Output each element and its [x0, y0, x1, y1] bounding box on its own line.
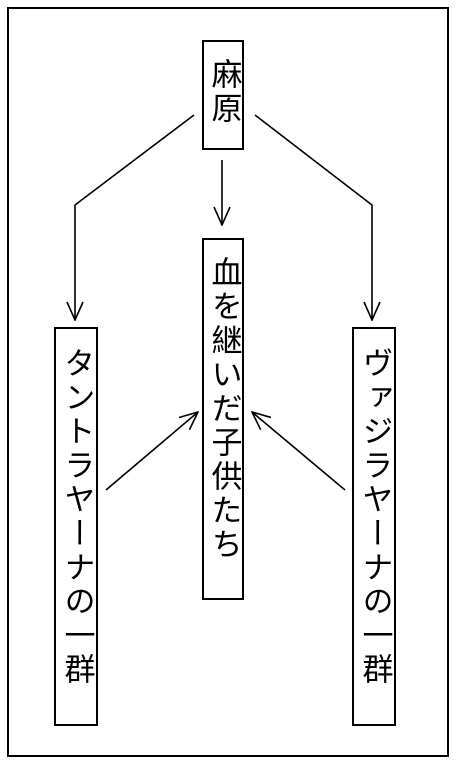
node-blood-children-label: 血を継いだ子供たち [205, 256, 242, 562]
node-vajrayana-group: ヴァジラヤーナの一群 [352, 327, 396, 726]
node-vajrayana-group-label: ヴァジラヤーナの一群 [356, 347, 393, 687]
node-asahara-label: 麻原 [205, 58, 242, 126]
edge-right-to-center [252, 412, 346, 491]
node-blood-children: 血を継いだ子供たち [202, 238, 244, 600]
edge-top-to-right [254, 114, 372, 320]
edge-left-to-center [105, 412, 198, 491]
node-tantrayana-group: タントラヤーナの一群 [54, 327, 98, 726]
diagram-frame [7, 7, 449, 757]
node-asahara: 麻原 [202, 40, 244, 150]
edge-top-to-left [75, 114, 195, 320]
node-tantrayana-group-label: タントラヤーナの一群 [58, 347, 95, 687]
